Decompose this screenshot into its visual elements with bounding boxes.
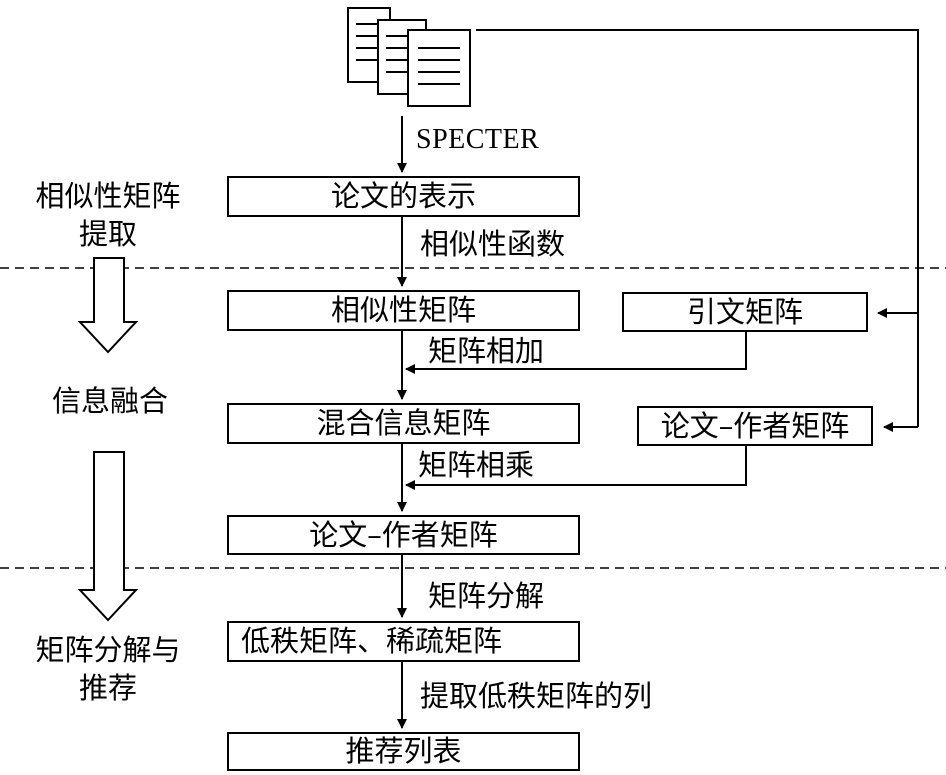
stage-label-line: 矩阵分解与: [35, 633, 181, 667]
stage-label-decompose-recommend: 矩阵分解与 推荐: [18, 632, 198, 707]
stage-label-line: 相似性矩阵: [35, 179, 181, 213]
citation-matrix-box: 引文矩阵: [622, 292, 868, 332]
stage-label-line: 推荐: [78, 670, 137, 705]
edge-label-extract-columns: 提取低秩矩阵的列: [420, 679, 653, 713]
docs-right-connector: [476, 29, 919, 427]
paper-author-matrix-side-box: 论文–作者矩阵: [637, 406, 873, 446]
encoder-label: SPECTER: [416, 124, 540, 155]
edge-label-matrix-multiply: 矩阵相乘: [418, 448, 535, 482]
stage-label-similarity-extraction: 相似性矩阵 提取: [20, 178, 196, 253]
edge-label-matrix-decompose: 矩阵分解: [428, 579, 545, 613]
edge-label-matrix-add: 矩阵相加: [428, 334, 545, 368]
hollow-down-arrow-icon: [77, 257, 139, 354]
similarity-matrix-box: 相似性矩阵: [227, 290, 580, 331]
edge-label-similarity-function: 相似性函数: [420, 227, 566, 261]
document-stack-icon: [347, 7, 471, 107]
stage-label-info-fusion: 信息融合: [51, 384, 168, 418]
hollow-down-arrow-icon: [77, 451, 139, 622]
paper-author-matrix-box: 论文–作者矩阵: [227, 515, 580, 555]
arrow-citation-merge: [405, 332, 747, 374]
lowrank-sparse-box: 低秩矩阵、稀疏矩阵: [227, 621, 580, 662]
paper-representation-box: 论文的表示: [227, 176, 580, 217]
arrow-pa-side-merge: [405, 446, 747, 490]
mixed-info-matrix-box: 混合信息矩阵: [227, 403, 580, 444]
stage-label-line: 提取: [78, 216, 137, 251]
recommend-list-box: 推荐列表: [227, 732, 580, 771]
